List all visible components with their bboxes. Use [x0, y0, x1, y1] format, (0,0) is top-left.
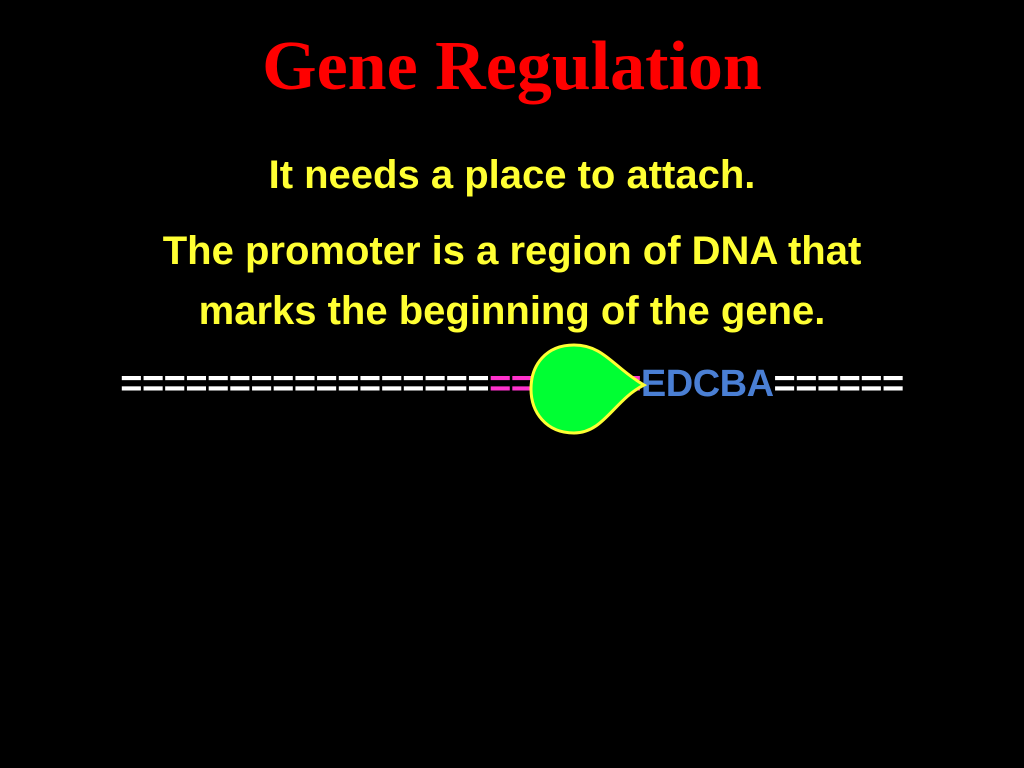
dna-strand: ========================EDCBA====== [0, 356, 1024, 412]
protein-teardrop [529, 343, 648, 435]
rna-polymerase-shape [529, 343, 648, 435]
slide-title: Gene Regulation [262, 28, 762, 105]
dna-backbone-right: ====== [773, 363, 905, 405]
gene-sequence: EDCBA [640, 363, 774, 405]
body-text-line-2: The promoter is a region of DNA that [162, 229, 862, 273]
body-text-line-1: It needs a place to attach. [268, 153, 756, 197]
dna-backbone-left: ================= [120, 363, 490, 405]
body-text-line-3: marks the beginning of the gene. [198, 289, 826, 333]
